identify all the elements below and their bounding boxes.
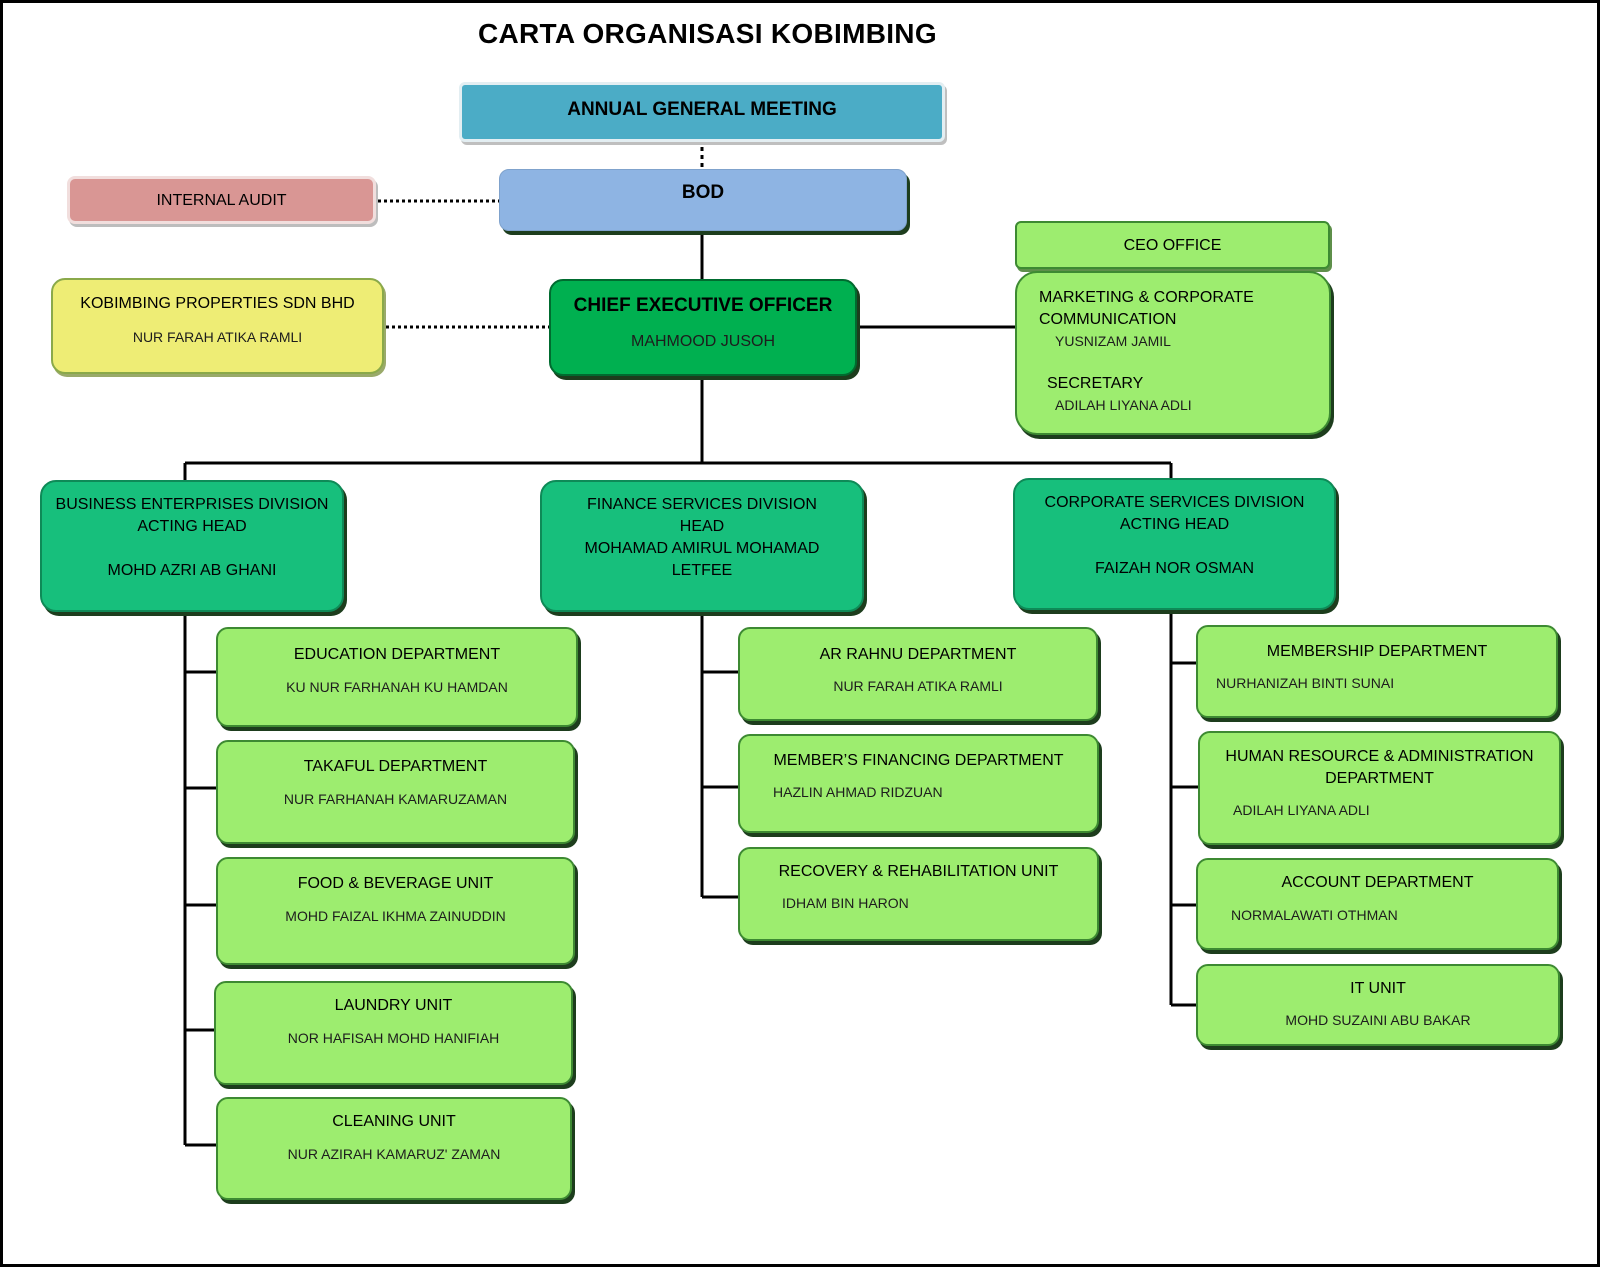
unit-membership-department: MEMBERSHIP DEPARTMENT NURHANIZAH BINTI S… [1196,625,1558,718]
unit-title: TAKAFUL DEPARTMENT [303,758,488,775]
unit-title: MEMBER’S FINANCING DEPARTMENT [773,752,1064,769]
unit-title: IT UNIT [1350,980,1406,997]
unit-head-name: IDHAM BIN HARON [782,895,909,911]
secretary-title: SECRETARY [1047,375,1144,392]
division-corporate-services: CORPORATE SERVICES DIVISION ACTING HEAD … [1013,478,1336,610]
unit-title: CLEANING UNIT [332,1113,456,1130]
unit-head-name: NURHANIZAH BINTI SUNAI [1216,675,1395,691]
chart-title: CARTA ORGANISASI KOBIMBING [478,18,937,49]
division-role: ACTING HEAD [137,518,247,535]
ceo-name: MAHMOOD JUSOH [631,333,775,350]
unit-recovery-rehabilitation: RECOVERY & REHABILITATION UNIT IDHAM BIN… [738,847,1099,941]
unit-head-name: KU NUR FARHANAH KU HAMDAN [286,679,508,695]
division-title: CORPORATE SERVICES DIVISION [1044,494,1305,511]
unit-head-name: MOHD FAIZAL IKHMA ZAINUDDIN [285,908,506,924]
unit-head-name: NOR HAFISAH MOHD HANIFIAH [287,1030,500,1046]
division-head-name-line-2: LETFEE [671,562,733,579]
unit-it: IT UNIT MOHD SUZAINI ABU BAKAR [1196,964,1560,1046]
marketing-title-line-2: COMMUNICATION [1039,311,1177,328]
unit-head-name: HAZLIN AHMAD RIDZUAN [773,784,943,800]
division-title: FINANCE SERVICES DIVISION [587,496,817,513]
ceo-box: CHIEF EXECUTIVE OFFICER MAHMOOD JUSOH [549,279,857,376]
unit-title: MEMBERSHIP DEPARTMENT [1266,643,1488,660]
subsidiary-box: KOBIMBING PROPERTIES SDN BHD NUR FARAH A… [51,278,384,374]
unit-ar-rahnu-department: AR RAHNU DEPARTMENT NUR FARAH ATIKA RAML… [738,627,1098,721]
marketing-head-name: YUSNIZAM JAMIL [1055,333,1171,349]
unit-education-department: EDUCATION DEPARTMENT KU NUR FARHANAH KU … [216,627,578,727]
ceo-office-label: CEO OFFICE [1123,237,1222,254]
unit-title: ACCOUNT DEPARTMENT [1281,874,1474,891]
unit-cleaning: CLEANING UNIT NUR AZIRAH KAMARUZ' ZAMAN [216,1097,572,1200]
unit-head-name: NUR FARAH ATIKA RAMLI [833,678,1003,694]
unit-title: EDUCATION DEPARTMENT [293,646,501,663]
unit-account-department: ACCOUNT DEPARTMENT NORMALAWATI OTHMAN [1196,858,1559,950]
unit-head-name: MOHD SUZAINI ABU BAKAR [1285,1012,1471,1028]
unit-food-beverage: FOOD & BEVERAGE UNIT MOHD FAIZAL IKHMA Z… [216,857,575,965]
division-title: BUSINESS ENTERPRISES DIVISION [55,496,329,513]
division-finance-services: FINANCE SERVICES DIVISION HEAD MOHAMAD A… [540,480,864,612]
agm-label: ANNUAL GENERAL MEETING [567,99,837,120]
unit-members-financing-department: MEMBER’S FINANCING DEPARTMENT HAZLIN AHM… [738,734,1099,833]
unit-head-name: NUR AZIRAH KAMARUZ' ZAMAN [287,1146,501,1162]
division-head-name: MOHD AZRI AB GHANI [107,562,277,579]
ceo-office-box: MARKETING & CORPORATE COMMUNICATION YUSN… [1015,271,1331,435]
secretary-name: ADILAH LIYANA ADLI [1055,397,1192,413]
ceo-office-header: CEO OFFICE [1015,221,1330,269]
unit-title: LAUNDRY UNIT [334,997,453,1014]
unit-title: RECOVERY & REHABILITATION UNIT [778,863,1059,880]
unit-title-line-1: HUMAN RESOURCE & ADMINISTRATION [1225,748,1534,765]
subsidiary-head-name: NUR FARAH ATIKA RAMLI [132,329,303,345]
unit-head-name: ADILAH LIYANA ADLI [1233,802,1370,818]
bod-label: BOD [681,182,725,203]
unit-laundry: LAUNDRY UNIT NOR HAFISAH MOHD HANIFIAH [214,981,573,1085]
division-role: HEAD [679,518,725,535]
unit-takaful-department: TAKAFUL DEPARTMENT NUR FARHANAH KAMARUZA… [216,740,575,844]
unit-title: AR RAHNU DEPARTMENT [819,646,1017,663]
bod-box: BOD [499,169,907,231]
subsidiary-title: KOBIMBING PROPERTIES SDN BHD [80,295,355,312]
unit-head-name: NUR FARHANAH KAMARUZAMAN [283,791,508,807]
agm-box: ANNUAL GENERAL MEETING [459,82,945,142]
division-business-enterprises: BUSINESS ENTERPRISES DIVISION ACTING HEA… [40,480,344,612]
unit-head-name: NORMALAWATI OTHMAN [1231,907,1398,923]
internal-audit-box: INTERNAL AUDIT [67,176,376,224]
unit-title-line-2: DEPARTMENT [1325,770,1434,787]
ceo-title: CHIEF EXECUTIVE OFFICER [573,295,833,316]
division-role: ACTING HEAD [1119,516,1230,533]
unit-title: FOOD & BEVERAGE UNIT [297,875,494,892]
marketing-title-line-1: MARKETING & CORPORATE [1039,289,1254,306]
internal-audit-label: INTERNAL AUDIT [156,192,287,209]
division-head-name: FAIZAH NOR OSMAN [1094,560,1255,577]
division-head-name-line-1: MOHAMAD AMIRUL MOHAMAD [584,540,820,557]
unit-human-resource-administration: HUMAN RESOURCE & ADMINISTRATION DEPARTME… [1198,731,1561,845]
